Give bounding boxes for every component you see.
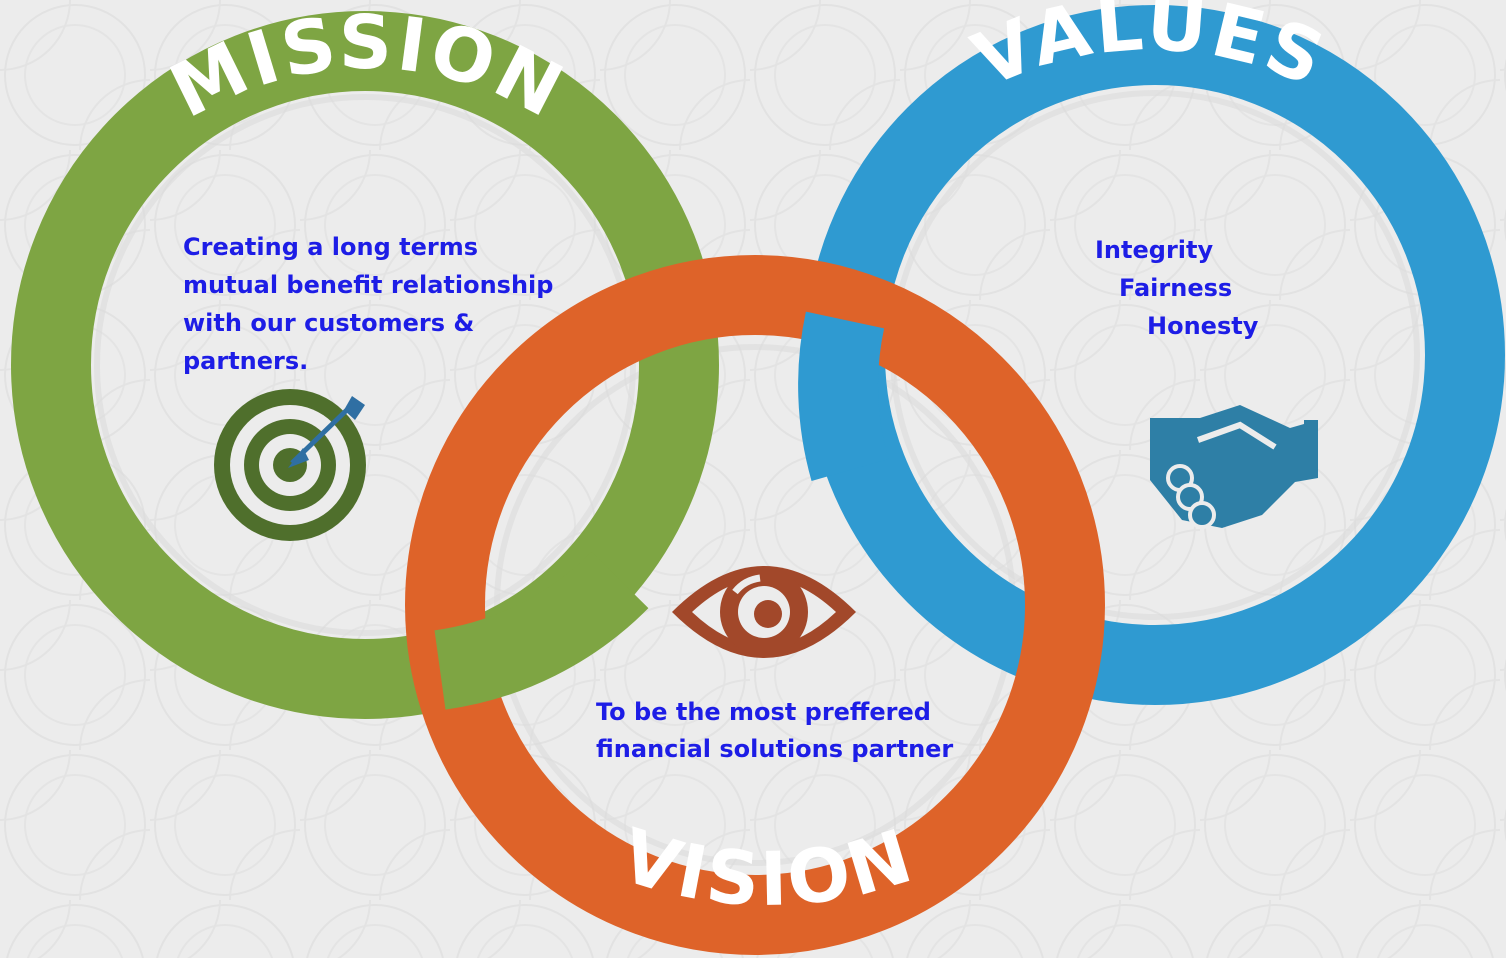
mission-ring [11,11,719,719]
vision-line: To be the most preffered [596,698,931,726]
mission-line: with our customers & [183,309,475,337]
mission-statement: Creating a long terms mutual benefit rel… [183,228,553,380]
mission-line: Creating a long terms [183,233,479,261]
values-ring-overlap [798,311,889,481]
mission-ring-overlap [433,551,649,710]
value-item-honesty: Honesty [1147,312,1259,340]
handshake-icon [1150,405,1318,529]
vision-statement: To be the most preffered financial solut… [596,694,953,768]
values-list: Integrity Fairness Honesty [1095,231,1258,345]
vision-line: financial solutions partner [596,735,954,763]
target-icon [214,389,366,541]
eye-icon [672,566,856,658]
mission-line: partners. [183,347,309,375]
vision-ring [405,255,1105,955]
mission-line: mutual benefit relationship [183,271,554,299]
value-item-integrity: Integrity [1095,236,1214,264]
value-item-fairness: Fairness [1119,274,1233,302]
